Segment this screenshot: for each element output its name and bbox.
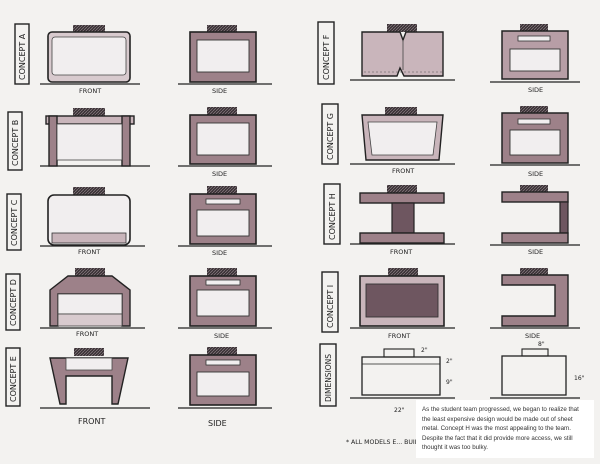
concept-c-side-sketch [178,186,272,247]
svg-text:CONCEPT I: CONCEPT I [326,285,335,328]
concept-g-label: CONCEPT G [321,103,339,165]
concept-d-side-sketch [178,268,272,329]
concept-c-front-label: FRONT [78,248,100,256]
dimension-top: 2" [421,347,428,354]
concept-c-side-label: SIDE [212,249,227,257]
concept-f-side-sketch [490,24,580,83]
concept-a-side-sketch [178,25,272,85]
concept-d-front-label: FRONT [76,330,98,338]
concept-e-side-sketch [178,347,272,409]
concept-b-front-sketch [40,108,150,167]
concept-g-front-sketch [350,107,455,165]
concept-e-front-sketch [40,348,150,409]
concept-a-side-label: SIDE [212,87,227,95]
dimension-depth: 16" [574,375,585,382]
svg-text:CONCEPT B: CONCEPT B [11,120,20,166]
concept-i-front-sketch [350,268,455,329]
concept-d-side-label: SIDE [214,332,229,340]
concept-i-label: CONCEPT I [321,271,339,333]
concept-b-side-label: SIDE [212,170,227,178]
concept-h-front-label: FRONT [390,248,412,256]
concept-a-front-label: FRONT [79,87,101,95]
concept-h-front-sketch [350,185,455,245]
concept-a-front-sketch [40,25,140,85]
concept-c-front-sketch [40,187,145,247]
concept-i-side-label: SIDE [525,332,540,340]
concept-h-side-sketch [490,185,580,246]
concept-d-label: CONCEPT D [5,273,21,331]
concept-b-side-sketch [178,107,272,167]
concept-d-front-sketch [40,268,145,329]
concept-g-side-sketch [490,106,580,166]
concept-e-side-label: SIDE [208,419,227,428]
dimensions-front-sketch [350,348,455,399]
concept-e-label: CONCEPT E [5,347,21,407]
dimensions-side-sketch [490,348,580,399]
concept-i-side-sketch [490,268,580,329]
caption-text: As the student team progressed, we began… [416,400,594,458]
concept-f-front-sketch [350,24,455,81]
svg-text:CONCEPT G: CONCEPT G [326,113,335,160]
concept-g-front-label: FRONT [392,167,414,175]
dimension-upper: 2" [446,358,453,365]
svg-text:DIMENSIONS: DIMENSIONS [324,354,333,402]
svg-text:CONCEPT A: CONCEPT A [18,33,27,80]
svg-text:CONCEPT C: CONCEPT C [10,199,19,246]
svg-text:CONCEPT D: CONCEPT D [9,279,18,326]
dimension-width: 22" [394,407,405,414]
svg-text:CONCEPT E: CONCEPT E [9,356,18,402]
concept-f-side-label: SIDE [528,86,543,94]
dimensions-label: DIMENSIONS [319,343,337,407]
concept-a-label: CONCEPT A [14,23,30,85]
dimension-lower: 9" [446,379,453,386]
concept-g-side-label: SIDE [528,170,543,178]
concept-f-label: CONCEPT F [317,21,335,85]
concept-h-label: CONCEPT H [323,183,341,245]
concept-e-front-label: FRONT [78,417,105,426]
svg-text:CONCEPT H: CONCEPT H [328,193,337,240]
concept-h-side-label: SIDE [528,248,543,256]
concept-i-front-label: FRONT [388,332,410,340]
concept-b-label: CONCEPT B [7,111,23,171]
dimension-side-top: 8" [538,341,545,348]
svg-text:CONCEPT F: CONCEPT F [322,34,331,80]
concept-c-label: CONCEPT C [6,193,22,251]
